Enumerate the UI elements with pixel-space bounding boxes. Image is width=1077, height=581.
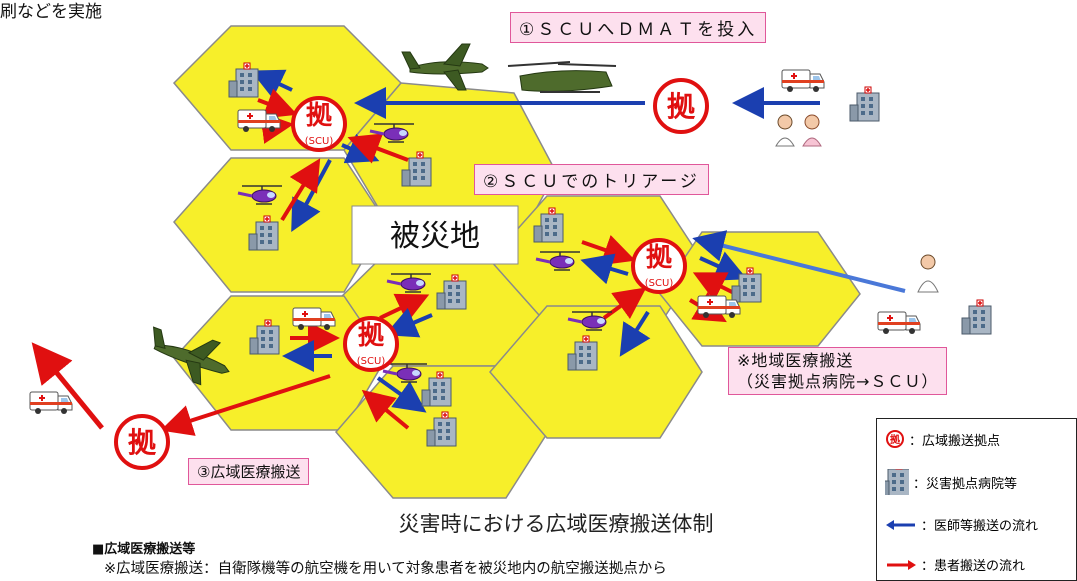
base-outside-top-right: 拠 [653,78,709,134]
ambulance-icon [29,391,73,415]
scu-base-right: 拠 (SCU) [631,238,687,294]
patient-flow-arrow [160,374,331,436]
callout-regional-line2: （災害拠点病院→ＳＣＵ） [737,372,939,391]
base-outside-bottom-left: 拠 [114,414,170,470]
callout-wide-transport: ③広域医療搬送 [188,458,310,485]
patient-flow-arrow [31,342,104,430]
svg-text:(SCU): (SCU) [305,136,334,147]
legend: 拠 ：広域搬送拠点 ：災害拠点病院等 ：医師等搬送の流れ ：患者搬送の流れ [876,418,1077,581]
callout-regional-transport: ※地域医療搬送 （災害拠点病院→ＳＣＵ） [728,347,948,395]
disaster-area-box [351,205,519,265]
svg-text:(SCU): (SCU) [357,356,386,367]
scu-base-center-left: 拠 (SCU) [343,316,399,372]
chinook-helicopter-icon [507,61,617,93]
diagram-title: 災害時における広域医療搬送体制 [399,512,714,536]
plane-icon [401,43,489,91]
base-icon: 拠 [886,430,904,448]
doctor-icon [775,114,939,293]
svg-text:(SCU): (SCU) [645,278,674,289]
top-left-fragment: 刷などを実施 [0,2,102,22]
svg-text:拠: 拠 [306,101,333,131]
hospital-icon [961,299,992,335]
nurse-icon [802,114,822,147]
callout-triage: ②ＳＣＵでのトリアージ [474,164,709,195]
notes-heading: ■広域医療搬送等 [92,542,196,557]
ambulance-icon [781,69,825,93]
svg-text:拠: 拠 [646,243,673,273]
hospital-icon [849,86,880,122]
callout-dmat: ①ＳＣＵへＤＭＡＴを投入 [510,12,767,43]
legend-item-patient-flow: ：患者搬送の流れ [885,555,1025,574]
scu-base-top: 拠 (SCU) [291,96,347,152]
blue-arrow-icon [886,519,915,530]
svg-text:拠: 拠 [667,90,696,123]
svg-text:拠: 拠 [128,426,157,459]
legend-item-base: 拠 ：広域搬送拠点 [885,429,1000,449]
notes-line1: ※広域医療搬送：自衛隊機等の航空機を用いて対象患者を被災地内の航空搬送拠点から [104,561,667,577]
disaster-area-label: 被災地 [390,219,480,254]
callout-regional-line1: ※地域医療搬送 [737,351,854,370]
svg-text:拠: 拠 [890,433,901,446]
red-arrow-icon [887,559,916,570]
svg-text:拠: 拠 [358,321,385,351]
ambulance-icon [877,311,921,335]
legend-item-hospital: ：災害拠点病院等 [885,469,1017,495]
hospital-icon [885,469,909,495]
doctor-flow-arrow [692,230,906,293]
legend-item-doctor-flow: ：医師等搬送の流れ [885,515,1038,534]
